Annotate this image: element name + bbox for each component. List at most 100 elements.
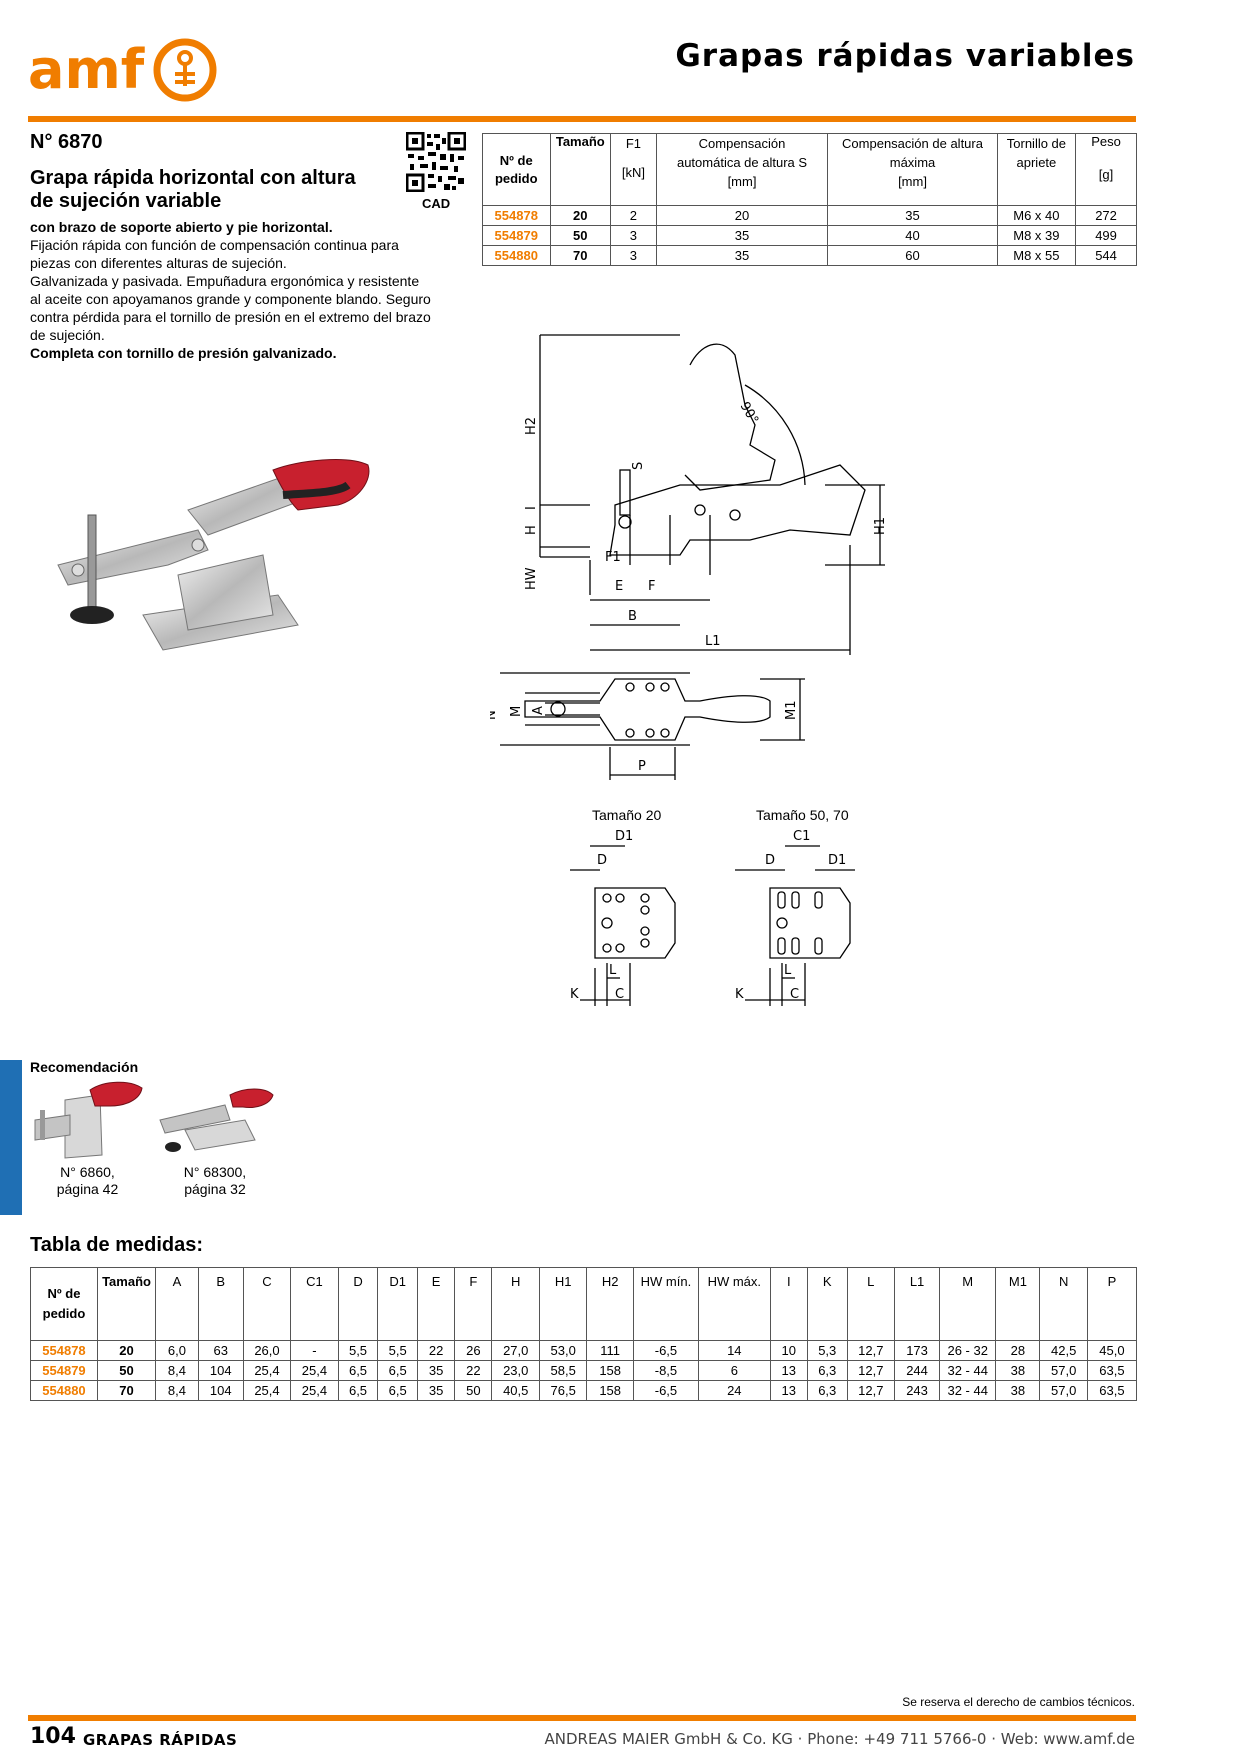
section-tab — [0, 1060, 22, 1215]
recommendation-caption-68300[interactable]: N° 68300, página 32 — [155, 1164, 275, 1198]
dim-header-cell: HW máx. — [697, 1267, 771, 1341]
size20-label: Tamaño 20 — [592, 807, 662, 823]
label-h: H — [524, 525, 539, 535]
product-subtitle: con brazo de soporte abierto y pie horiz… — [30, 219, 333, 235]
f1-cell: 3 — [610, 225, 657, 246]
dim-cell: 6,3 — [806, 1360, 848, 1381]
header-comp-auto: Compensación automática de altura S [mm] — [655, 133, 829, 206]
product-desc-line6: de sujeción. — [30, 327, 105, 343]
product-desc-line3: Galvanizada y pasivada. Empuñadura ergon… — [30, 273, 420, 289]
dim-cell: 50 — [454, 1380, 493, 1401]
product-complete-note: Completa con tornillo de presión galvani… — [30, 345, 337, 361]
dim-cell: 32 - 44 — [939, 1360, 997, 1381]
dim-table-title: Tabla de medidas: — [30, 1234, 204, 1256]
header-tamano: Tamaño — [549, 133, 612, 206]
dim-cell: 63,5 — [1086, 1380, 1138, 1401]
label-a: A — [531, 706, 546, 715]
recommendation-title: Recomendación — [30, 1059, 139, 1075]
product-name: Grapa rápida horizontal con altura de su… — [30, 167, 356, 213]
product-photo — [48, 455, 378, 675]
size-cell: 50 — [549, 225, 612, 246]
label-l: L — [784, 963, 792, 978]
dim-cell: 5,3 — [806, 1340, 848, 1361]
label-c: C — [790, 987, 799, 1002]
label-b: B — [628, 609, 637, 624]
dim-cell: 22 — [417, 1340, 456, 1361]
dim-cell: 25,4 — [290, 1380, 339, 1401]
label-s: S — [631, 462, 646, 470]
label-d: D — [765, 853, 775, 868]
dim-cell: 26 - 32 — [939, 1340, 997, 1361]
label-h1: H1 — [873, 517, 888, 535]
product-name-line2: de sujeción variable — [30, 190, 222, 212]
rec1-line2: página 42 — [56, 1181, 119, 1197]
dim-cell: 8,4 — [155, 1380, 199, 1401]
header-comp-auto-unit: [mm] — [727, 174, 757, 189]
logo-text: amf — [28, 38, 145, 101]
rec2-line2: página 32 — [184, 1181, 246, 1197]
top-view-drawing: N M A M1 P — [484, 665, 900, 785]
label-f: F — [648, 579, 655, 594]
dim-cell: 63 — [197, 1340, 244, 1361]
dim-cell: 58,5 — [538, 1360, 588, 1381]
recommendation-caption-6860[interactable]: N° 6860, página 42 — [30, 1164, 145, 1198]
dim-cell: 244 — [894, 1360, 941, 1381]
label-d1: D1 — [828, 853, 846, 868]
section-name: GRAPAS RÁPIDAS — [83, 1731, 238, 1749]
recommendation-image-68300 — [155, 1085, 275, 1160]
rec1-line1: N° 6860, — [60, 1164, 115, 1180]
label-hw: HW — [524, 567, 539, 590]
cad-qr-code[interactable] — [405, 131, 467, 193]
order-number: 554879 — [482, 225, 551, 246]
dim-header-cell: HW mín. — [632, 1267, 699, 1341]
dim-header-cell: P — [1086, 1267, 1138, 1341]
dim-cell: 12,7 — [846, 1360, 896, 1381]
dim-cell: 13 — [769, 1380, 808, 1401]
dim-cell: 14 — [697, 1340, 771, 1361]
dim-cell: 38 — [995, 1380, 1041, 1401]
order-number: 554880 — [482, 245, 551, 266]
dim-cell: 6,5 — [377, 1380, 419, 1401]
header-peso-label: Peso — [1091, 134, 1121, 149]
dim-cell: 70 — [96, 1380, 157, 1401]
dim-header-cell: Nº de pedido — [30, 1267, 98, 1341]
header-comp-max-unit: [mm] — [898, 174, 927, 189]
dim-cell: 35 — [417, 1380, 456, 1401]
table-row: 554878 20 2 20 35 M6 x 40 272 — [482, 205, 1137, 226]
product-name-line1: Grapa rápida horizontal con altura — [30, 167, 356, 189]
header-peso-unit: [g] — [1098, 167, 1114, 182]
comp-max-cell: 35 — [827, 205, 998, 226]
dim-cell: 25,4 — [242, 1360, 292, 1381]
f1-cell: 3 — [610, 245, 657, 266]
dim-cell: 25,4 — [242, 1380, 292, 1401]
dim-cell: 26 — [454, 1340, 493, 1361]
header-f1: F1 [kN] — [610, 133, 657, 206]
dim-header-cell: E — [417, 1267, 456, 1341]
dim-cell: -6,5 — [632, 1340, 699, 1361]
header-f1-unit: [kN] — [621, 165, 645, 180]
label-d1: D1 — [615, 829, 633, 844]
dim-cell: 12,7 — [846, 1340, 896, 1361]
comp-max-cell: 40 — [827, 225, 998, 246]
order-number: 554879 — [30, 1360, 98, 1381]
dim-header-cell: M1 — [995, 1267, 1041, 1341]
dim-cell: 104 — [197, 1380, 244, 1401]
technical-change-note: Se reserva el derecho de cambios técnico… — [902, 1695, 1135, 1709]
dim-cell: 23,0 — [491, 1360, 540, 1381]
label-k: K — [570, 987, 579, 1002]
label-n: N — [490, 710, 499, 720]
dim-cell: 57,0 — [1039, 1380, 1088, 1401]
product-desc-line1: Fijación rápida con función de compensac… — [30, 237, 399, 253]
dim-cell: 40,5 — [491, 1380, 540, 1401]
dim-header-cell: H1 — [538, 1267, 588, 1341]
header-f1-label: F1 — [625, 136, 641, 151]
size-cell: 70 — [549, 245, 612, 266]
amf-logo: amf — [28, 36, 218, 106]
header-comp-max-label: Compensación de altura máxima — [842, 136, 983, 170]
order-number: 554880 — [30, 1380, 98, 1401]
dim-cell: 6,5 — [377, 1360, 419, 1381]
dim-cell: 6,5 — [337, 1360, 379, 1381]
